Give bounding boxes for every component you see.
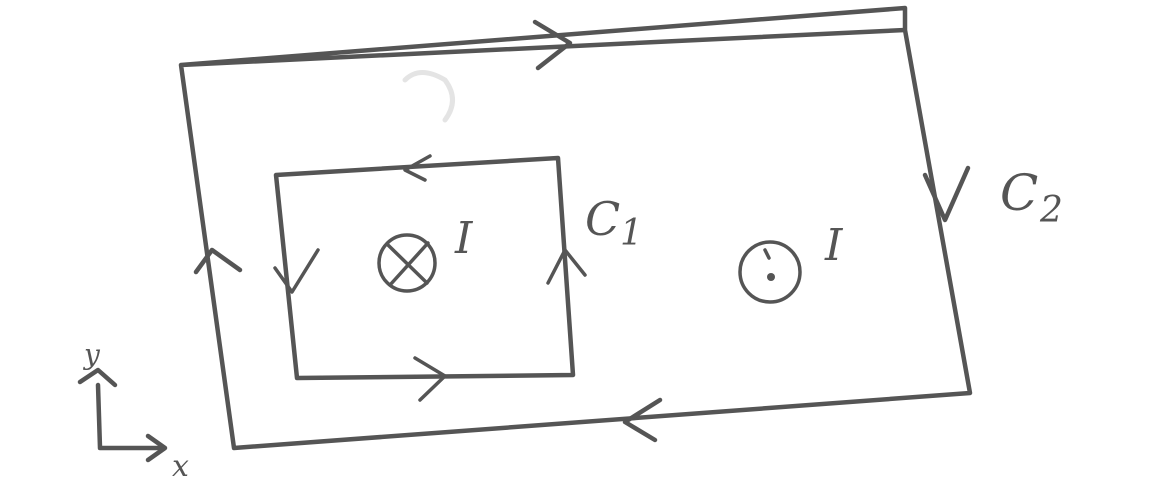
x-axis-arrow-head: [145, 433, 168, 463]
inner-arrow-bottom: [413, 356, 447, 402]
outer-arrow-right: [922, 165, 971, 223]
erased-mark: [402, 70, 455, 123]
outer-arrow-left: [193, 247, 243, 275]
y-axis: [95, 382, 163, 451]
axis-label-x: x: [172, 449, 189, 484]
loop-label-c2: C: [1000, 164, 1038, 222]
inner-arrow-top: [403, 154, 432, 182]
circle-cross-icon: [377, 233, 437, 293]
loop-label-c2-sub: 2: [1039, 190, 1063, 231]
circle-dot-icon: [738, 240, 802, 304]
axes: [77, 367, 168, 463]
outer-arrow-top: [532, 19, 573, 71]
loop-label-c1-sub: 1: [620, 213, 643, 254]
inner-arrow-right: [546, 248, 587, 285]
inner-arrow-left: [273, 248, 320, 294]
outer-loop-c2: [178, 5, 973, 451]
inner-loop-c1: [273, 154, 587, 402]
outer-arrow-bottom: [622, 397, 663, 443]
loop-label-c1: C: [585, 192, 620, 246]
y-axis-arrow-head: [77, 367, 118, 388]
current-label-out: I: [824, 220, 844, 271]
axis-label-y: y: [82, 338, 101, 371]
current-label-into: I: [454, 213, 474, 264]
